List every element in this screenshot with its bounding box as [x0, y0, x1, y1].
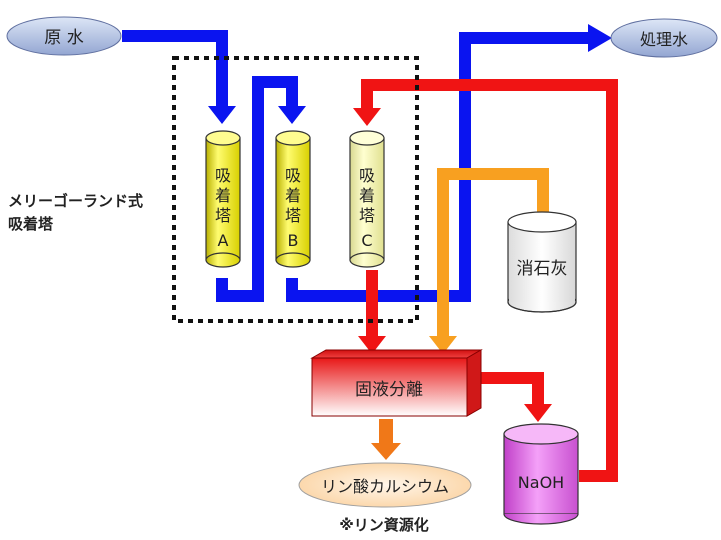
merry-go-round-label-line1: メリーゴーランド式	[8, 192, 143, 210]
raw-water-label: 原 水	[44, 28, 83, 48]
phosphorus-recovery-note: ※リン資源化	[339, 516, 429, 534]
naoh-label: NaOH	[518, 473, 564, 492]
slaked-lime-tank: 消石灰	[507, 211, 577, 313]
tower-b-text-3: 塔	[285, 206, 301, 225]
lime-flow	[437, 168, 549, 340]
slaked-lime-label: 消石灰	[517, 259, 568, 279]
tower-a-letter: A	[218, 231, 229, 250]
naoh-flow	[361, 79, 618, 482]
water-flow	[122, 30, 590, 302]
adsorption-tower-b: 吸 着 塔 B	[275, 130, 311, 268]
calcium-phosphate-node: リン酸カルシウム	[298, 462, 472, 508]
tower-b-text-2: 着	[285, 186, 301, 205]
adsorption-tower-group-box	[172, 56, 419, 323]
tower-a-text-1: 吸	[215, 166, 231, 185]
tower-b-text-1: 吸	[285, 166, 301, 185]
tower-a-text-2: 着	[215, 186, 231, 205]
treated-water-label: 処理水	[640, 30, 688, 49]
naoh-tank: NaOH	[503, 423, 579, 525]
tower-b-letter: B	[288, 231, 299, 250]
adsorption-tower-c: 吸 着 塔 C	[349, 130, 385, 268]
treated-water-node: 処理水	[610, 18, 718, 58]
tower-c-letter: C	[361, 231, 372, 250]
calcium-phosphate-label: リン酸カルシウム	[321, 477, 449, 496]
tower-c-text-1: 吸	[359, 166, 375, 185]
tower-a-text-3: 塔	[215, 206, 231, 225]
water-arrowheads	[208, 24, 612, 124]
merry-go-round-label-line2: 吸着塔	[8, 215, 54, 233]
separator-label: 固液分離	[355, 380, 423, 400]
raw-water-node: 原 水	[6, 16, 122, 56]
product-flow	[371, 419, 401, 460]
solid-liquid-separator: 固液分離	[310, 349, 483, 417]
adsorption-tower-a: 吸 着 塔 A	[205, 130, 241, 268]
tower-c-text-2: 着	[359, 186, 375, 205]
tower-c-text-3: 塔	[359, 206, 375, 225]
